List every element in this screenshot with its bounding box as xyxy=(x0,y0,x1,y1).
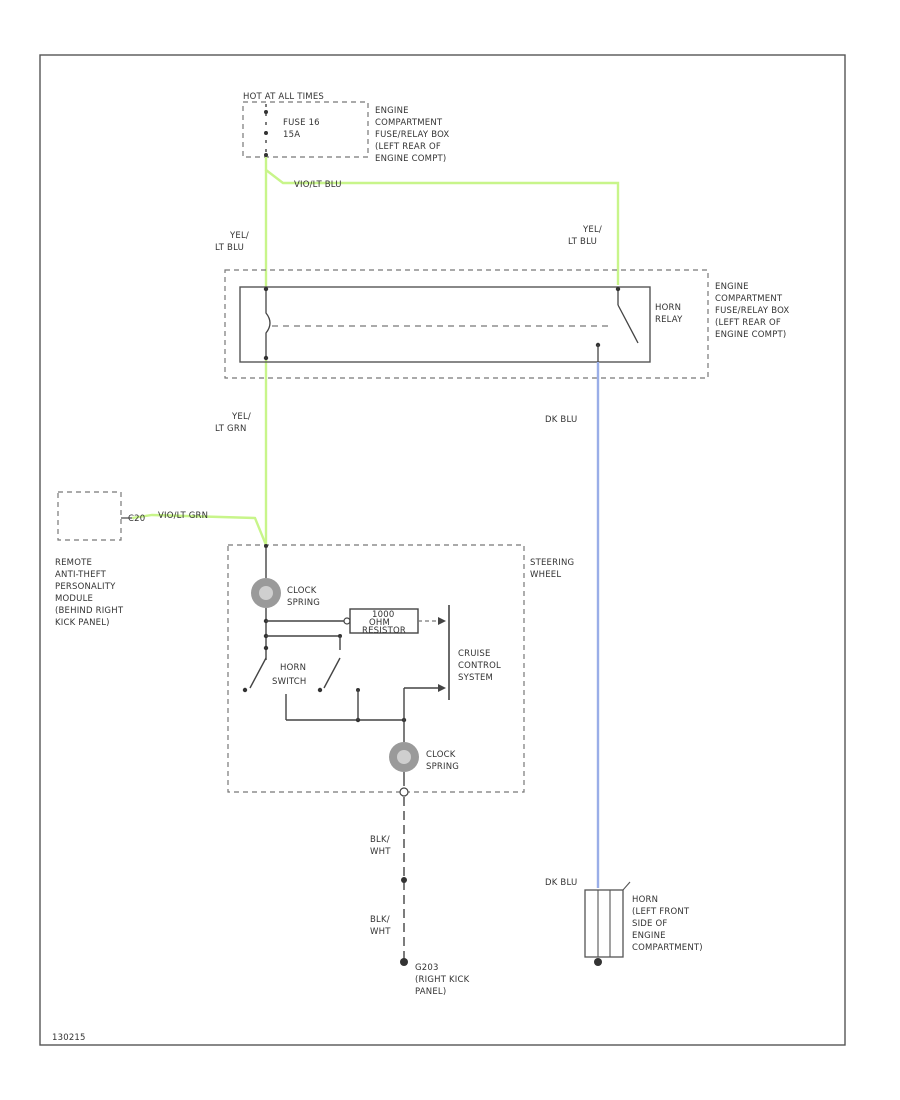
wire-label-dk-blu-upper: DK BLU xyxy=(545,415,577,425)
fuse-box-header: HOT AT ALL TIMES xyxy=(243,92,324,102)
cruise-label-line-2: CONTROL xyxy=(458,661,501,671)
fuse-box-location-line-5: ENGINE COMPT) xyxy=(375,154,446,164)
cruise-label-line-3: SYSTEM xyxy=(458,673,493,683)
wire-label-right-in-line-1: YEL/ xyxy=(582,225,602,235)
module-label-line-4: MODULE xyxy=(55,594,93,604)
resistor-arrow xyxy=(438,617,446,625)
fuse-box: HOT AT ALL TIMES FUSE 16 15A ENGINE COMP… xyxy=(242,92,449,164)
fuse-box-location-line-4: (LEFT REAR OF xyxy=(375,142,441,152)
module-label-line-6: KICK PANEL) xyxy=(55,618,110,628)
fuse-box-location-line-2: COMPARTMENT xyxy=(375,118,443,128)
relay-switch-contact xyxy=(617,304,639,344)
steering-entry-terminal xyxy=(264,544,268,548)
module-outline xyxy=(57,491,122,541)
cruise-arrow xyxy=(438,684,446,692)
cruise-label-line-1: CRUISE xyxy=(458,649,491,659)
ground-splice xyxy=(401,877,407,883)
fuse-terminal-top xyxy=(264,110,268,114)
resistor-value: 1000 xyxy=(372,610,394,620)
horn-ground-icon xyxy=(594,958,602,966)
module-label-line-3: PERSONALITY xyxy=(55,582,116,592)
horn-relay-body xyxy=(239,286,651,363)
fuse-terminal-mid xyxy=(264,131,268,135)
relay-box-location-line-5: ENGINE COMPT) xyxy=(715,330,786,340)
wire-label-left-in-line-2: LT BLU xyxy=(215,243,244,253)
blue-wire: DK BLU DK BLU xyxy=(545,362,600,888)
ground-wire-label-2-line-1: BLK/ xyxy=(370,915,390,925)
wire-label-out-line-1: YEL/ xyxy=(231,412,251,422)
relay-coil-terminal-top xyxy=(263,286,269,292)
relay-box-location-line-3: FUSE/RELAY BOX xyxy=(715,306,789,316)
module-label-line-5: (BEHIND RIGHT xyxy=(55,606,124,616)
horn-relay-label-line-1: HORN xyxy=(655,303,681,313)
relay-box-location-line-2: COMPARTMENT xyxy=(715,294,783,304)
wire-label-right-in-line-2: LT BLU xyxy=(568,237,597,247)
horn-label-line-5: COMPARTMENT) xyxy=(632,943,703,953)
clock-spring-lower-label-line-2: SPRING xyxy=(426,762,459,772)
relay-coil xyxy=(265,290,271,358)
module-label-line-2: ANTI-THEFT xyxy=(55,570,107,580)
horn-body xyxy=(584,889,624,958)
relay-switch-terminal-top xyxy=(615,286,621,292)
steering-wheel-outline xyxy=(227,544,525,793)
wire-label-out-line-2: LT GRN xyxy=(215,424,247,434)
resistor-name: RESISTOR xyxy=(362,626,406,636)
module-label-line-1: REMOTE xyxy=(55,558,92,568)
wire-label-vio-lt-grn: VIO/LT GRN xyxy=(158,511,208,521)
horn-switch-left xyxy=(249,657,267,689)
wire-label-dk-blu-lower: DK BLU xyxy=(545,878,577,888)
steering-wheel: STEERING WHEEL CLOCK SPRING 1000 OHM RES… xyxy=(227,544,574,797)
fuse-box-location-line-1: ENGINE xyxy=(375,106,409,116)
diagram-frame xyxy=(39,54,846,1046)
steering-exit-terminal xyxy=(399,787,409,797)
module-pin: C20 xyxy=(128,514,145,524)
ground-circuit: BLK/ WHT BLK/ WHT G203 (RIGHT KICK PANEL… xyxy=(370,797,470,997)
horn-label-line-4: ENGINE xyxy=(632,931,666,941)
clock-spring-upper-label-line-1: CLOCK xyxy=(287,586,317,596)
fuse-box-location-line-3: FUSE/RELAY BOX xyxy=(375,130,449,140)
clock-spring-upper-label-line-2: SPRING xyxy=(287,598,320,608)
horn-switch-label-line-2: SWITCH xyxy=(272,677,307,687)
horn-switch-label-line-1: HORN xyxy=(280,663,306,673)
green-wires: VIO/LT BLU YEL/ LT BLU YEL/ LT BLU YEL/ … xyxy=(131,157,620,546)
wire-vio-lt-blu xyxy=(264,157,620,285)
anti-theft-module: C20 REMOTE ANTI-THEFT PERSONALITY MODULE… xyxy=(55,491,145,628)
ground-label-line-2: (RIGHT KICK xyxy=(415,975,470,985)
steering-wheel-label-line-2: WHEEL xyxy=(530,570,561,580)
relay-box-outline xyxy=(224,269,709,379)
relay-box-location-line-4: (LEFT REAR OF xyxy=(715,318,781,328)
fuse-terminal-bottom xyxy=(264,153,268,157)
relay-box-location-line-1: ENGINE xyxy=(715,282,749,292)
horn-label-line-1: HORN xyxy=(632,895,658,905)
ground-wire-label-2-line-2: WHT xyxy=(370,927,391,937)
ground-wire-label-1-line-2: WHT xyxy=(370,847,391,857)
diagram-code: 130215 xyxy=(52,1033,86,1043)
fuse-box-outline xyxy=(242,101,369,158)
clock-spring-lower-label-line-1: CLOCK xyxy=(426,750,456,760)
wire-vio-lt-grn xyxy=(131,513,268,546)
wire-label-vio-lt-blu: VIO/LT BLU xyxy=(294,180,342,190)
fuse-rating: 15A xyxy=(283,130,300,140)
junction-switch-left xyxy=(263,645,269,651)
horn-switch-right xyxy=(323,657,341,689)
horn-label-line-3: SIDE OF xyxy=(632,919,668,929)
horn-label-line-2: (LEFT FRONT xyxy=(632,907,690,917)
relay-coil-terminal-bottom xyxy=(263,355,269,361)
ground-point-icon xyxy=(400,958,408,966)
horn: HORN (LEFT FRONT SIDE OF ENGINE COMPARTM… xyxy=(584,881,703,966)
resistor-unit: OHM xyxy=(369,618,390,628)
ground-wire-label-1-line-1: BLK/ xyxy=(370,835,390,845)
relay-box: HORN RELAY ENGINE COMPARTMENT FUSE/RELAY… xyxy=(224,269,789,379)
ground-label-line-3: PANEL) xyxy=(415,987,446,997)
ground-label-line-1: G203 xyxy=(415,963,439,973)
fuse-name: FUSE 16 xyxy=(283,118,320,128)
wire-label-left-in-line-1: YEL/ xyxy=(229,231,249,241)
horn-relay-label-line-2: RELAY xyxy=(655,315,683,325)
steering-wheel-label-line-1: STEERING xyxy=(530,558,574,568)
